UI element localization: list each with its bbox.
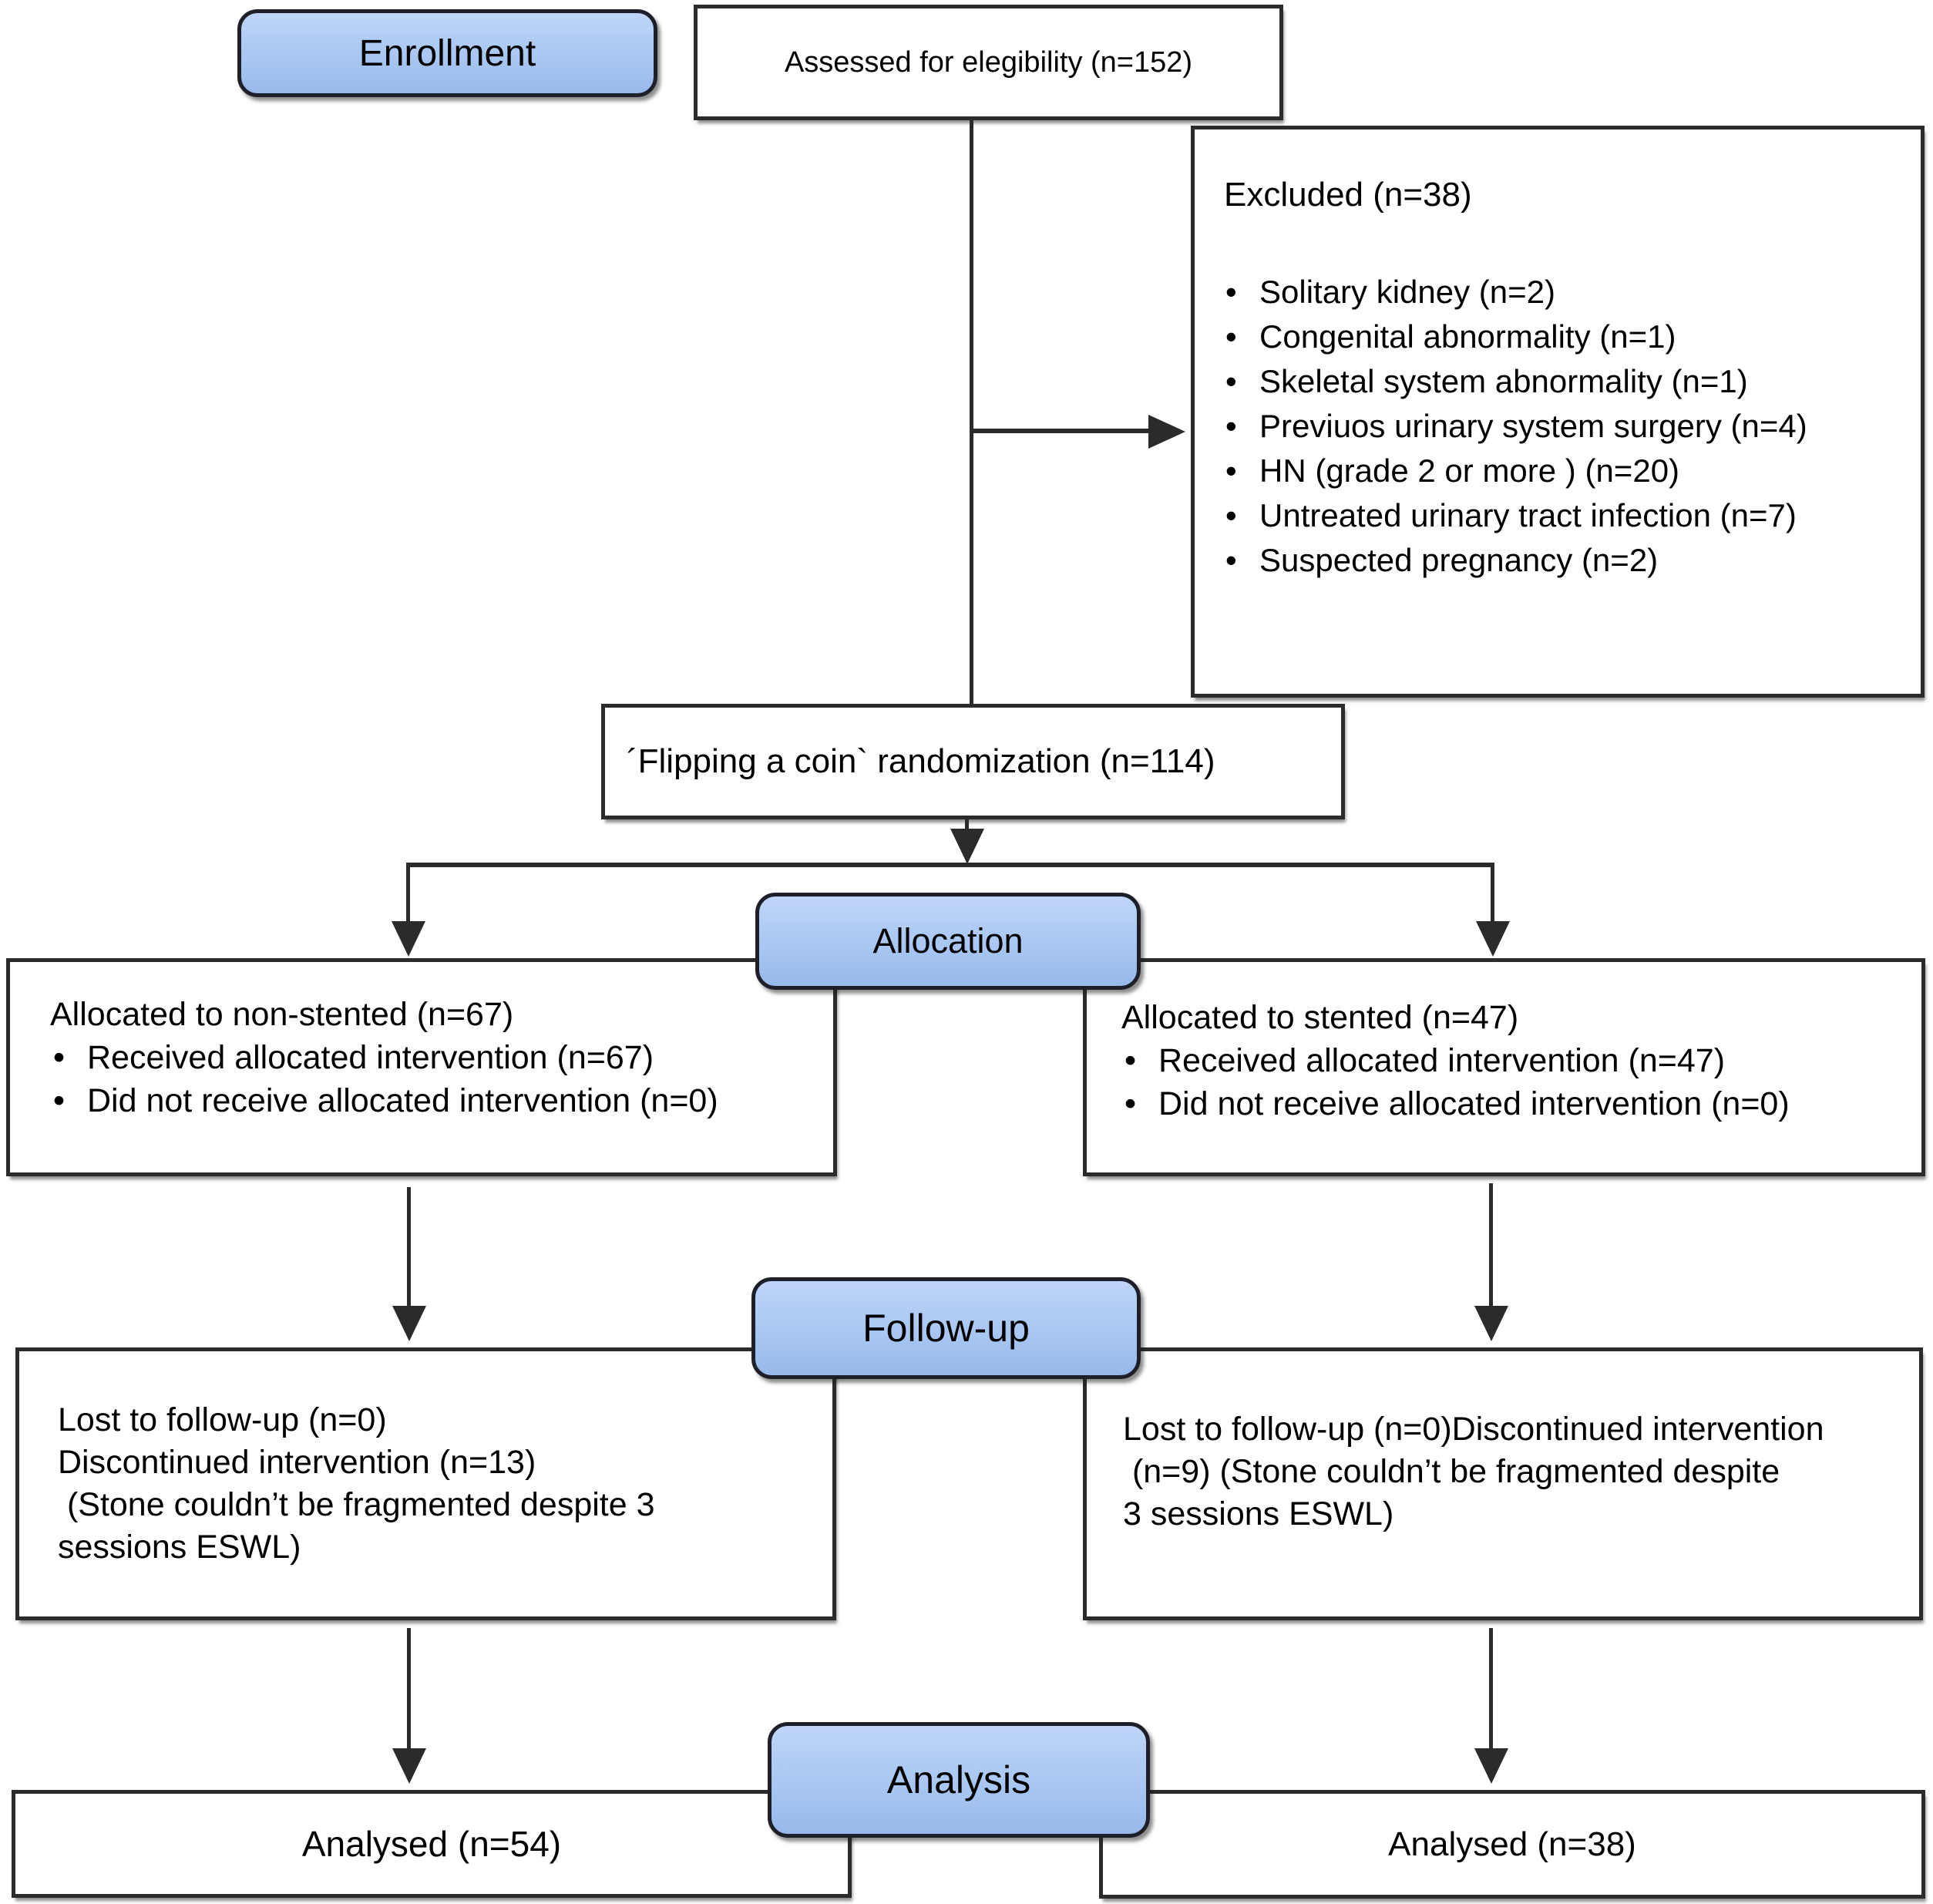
excluded-title: Excluded (n=38) <box>1224 176 1472 214</box>
followup-left-line: Discontinued intervention (n=13) <box>58 1444 536 1481</box>
enrollment-label: Enrollment <box>358 32 536 74</box>
connector-furight-analysis-shaft <box>1489 1628 1493 1751</box>
allocation-right-list: Received allocated intervention (n=47) D… <box>1121 1039 1906 1125</box>
connector-allocleft-followup-shaft <box>407 1187 411 1309</box>
allocation-right-box: Allocated to stented (n=47) Received all… <box>1083 958 1925 1176</box>
followup-left-line: (Stone couldn’t be fragmented despite 3 <box>58 1486 655 1523</box>
branch-left-shaft <box>406 863 410 924</box>
analysed-left-box: Analysed (n=54) <box>12 1790 852 1898</box>
analysed-left-text: Analysed (n=54) <box>301 1824 562 1864</box>
followup-right-line: Lost to follow-up (n=0)Discontinued inte… <box>1123 1411 1824 1448</box>
excluded-item: Previuos urinary system surgery (n=4) <box>1224 404 1901 449</box>
stage-badge-followup: Follow-up <box>751 1277 1141 1379</box>
arrowhead-to-excluded <box>1148 415 1185 449</box>
connector-fuleft-analysis-shaft <box>407 1628 411 1751</box>
allocation-right-title: Allocated to stented (n=47) <box>1121 999 1519 1036</box>
stage-badge-allocation: Allocation <box>755 893 1141 990</box>
connector-allocright-followup-shaft <box>1489 1183 1493 1309</box>
connector-assessed-to-randomization <box>970 120 973 705</box>
arrowhead-furight-analysis <box>1474 1748 1508 1784</box>
allocation-right-item: Did not receive allocated intervention (… <box>1121 1082 1906 1125</box>
followup-label: Follow-up <box>862 1307 1030 1350</box>
followup-right-line: 3 sessions ESWL) <box>1123 1495 1394 1532</box>
excluded-item: Congenital abnormality (n=1) <box>1224 315 1901 359</box>
allocation-left-item: Received allocated intervention (n=67) <box>50 1036 818 1079</box>
excluded-item: HN (grade 2 or more ) (n=20) <box>1224 449 1901 493</box>
assessed-text: Assessed for elegibility (n=152) <box>784 45 1193 79</box>
allocation-label: Allocation <box>872 921 1024 960</box>
randomization-text: ´Flipping a coin` randomization (n=114) <box>627 742 1215 780</box>
arrowhead-fuleft-analysis <box>392 1748 426 1784</box>
arrowhead-branch-left <box>392 921 425 957</box>
branch-line <box>406 863 1494 867</box>
stage-badge-analysis: Analysis <box>768 1722 1150 1838</box>
excluded-list: Solitary kidney (n=2) Congenital abnorma… <box>1224 270 1901 583</box>
arrowhead-allocright-followup <box>1474 1306 1508 1341</box>
analysis-label: Analysis <box>886 1758 1031 1801</box>
excluded-item: Solitary kidney (n=2) <box>1224 270 1901 315</box>
stage-badge-enrollment: Enrollment <box>237 9 657 97</box>
allocation-left-list: Received allocated intervention (n=67) D… <box>50 1036 818 1122</box>
assessed-box: Assessed for elegibility (n=152) <box>694 5 1283 120</box>
excluded-item: Skeletal system abnormality (n=1) <box>1224 359 1901 404</box>
excluded-item: Untreated urinary tract infection (n=7) <box>1224 493 1901 538</box>
arrowhead-randomization-branch <box>950 829 984 864</box>
allocation-left-title: Allocated to non-stented (n=67) <box>50 996 514 1033</box>
branch-right-shaft <box>1491 863 1494 924</box>
randomization-box: ´Flipping a coin` randomization (n=114) <box>601 704 1345 819</box>
excluded-box: Excluded (n=38) Solitary kidney (n=2) Co… <box>1191 126 1925 698</box>
connector-to-excluded-shaft <box>973 429 1150 433</box>
analysed-right-box: Analysed (n=38) <box>1099 1790 1925 1899</box>
followup-left-line: Lost to follow-up (n=0) <box>58 1401 387 1438</box>
allocation-left-item: Did not receive allocated intervention (… <box>50 1079 818 1122</box>
followup-left-box: Lost to follow-up (n=0) Discontinued int… <box>15 1347 836 1620</box>
allocation-right-item: Received allocated intervention (n=47) <box>1121 1039 1906 1082</box>
analysed-right-text: Analysed (n=38) <box>1388 1825 1636 1863</box>
allocation-left-box: Allocated to non-stented (n=67) Received… <box>6 958 837 1176</box>
followup-right-line: (n=9) (Stone couldn’t be fragmented desp… <box>1123 1453 1780 1490</box>
followup-left-line: sessions ESWL) <box>58 1529 301 1566</box>
arrowhead-branch-right <box>1476 921 1510 957</box>
followup-right-box: Lost to follow-up (n=0)Discontinued inte… <box>1083 1347 1923 1620</box>
excluded-item: Suspected pregnancy (n=2) <box>1224 538 1901 583</box>
arrowhead-allocleft-followup <box>392 1306 426 1341</box>
connector-randomization-to-branch-shaft <box>965 819 969 834</box>
